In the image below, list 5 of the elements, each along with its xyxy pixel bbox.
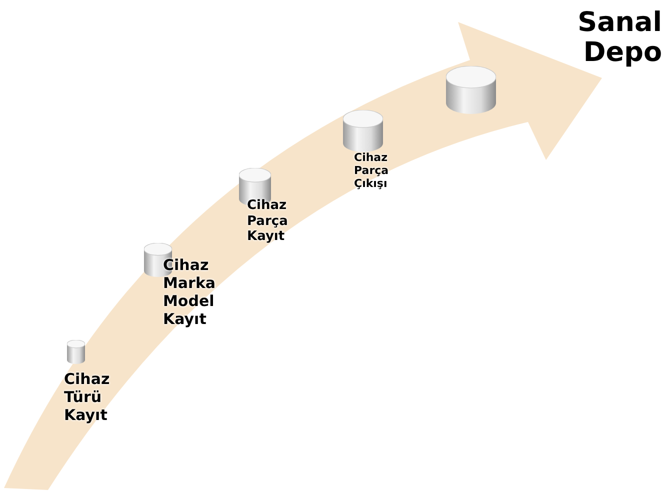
step-label: Cihaz Türü Kayıt (64, 370, 110, 424)
step-label: Cihaz Marka Model Kayıt (163, 256, 216, 328)
destination-label: Sanal Depo (576, 8, 662, 68)
step-label: Cihaz Parça Kayıt (247, 198, 288, 245)
step-label: Cihaz Parça Çıkışı (354, 151, 389, 191)
